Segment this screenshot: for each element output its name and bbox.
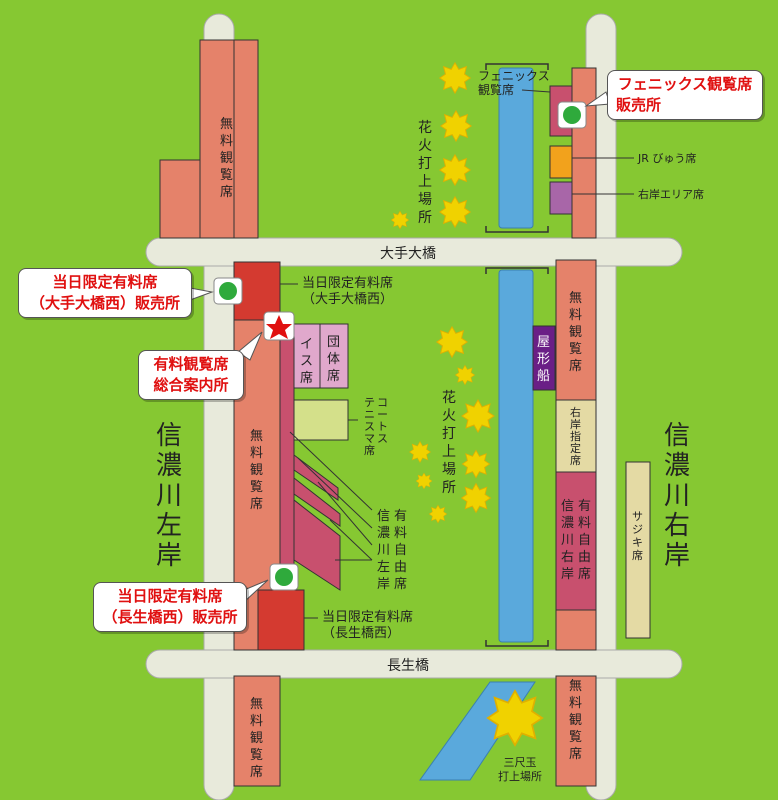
free-seat-left-north-label: 無料観覧席	[220, 117, 233, 200]
sanjakudama-label-1: 三尺玉	[504, 756, 537, 769]
nagao-bridge-road	[145, 649, 683, 679]
right-area-seat	[549, 181, 573, 215]
chair-seat-label: イス席	[300, 337, 313, 386]
group-seat	[319, 323, 349, 389]
ote-sales-callout-line1: 当日限定有料席	[52, 273, 158, 291]
phoenix-sales-callout-line2: 販売所	[616, 96, 662, 114]
jr-view-seat	[549, 145, 573, 179]
info-center-callout: 有料観覧席 総合案内所	[138, 350, 244, 400]
sajiki-seat	[625, 461, 651, 639]
reserved-seat-block-2	[293, 476, 341, 527]
left-reserved-label: 信濃川左岸 有料自由席	[377, 509, 407, 592]
jr-view-label: JR びゅう席	[637, 151, 696, 165]
limited-ote-label-1: 当日限定有料席	[302, 275, 393, 291]
free-seat-left-north	[199, 39, 235, 239]
limited-nagao-label-2: （長生橋西）	[322, 626, 400, 641]
free-seat-left-south-label: 無料観覧席	[250, 697, 263, 780]
ote-sales-callout: 当日限定有料席 （大手大橋西）販売所	[18, 268, 192, 318]
right-small-free-seat	[555, 609, 597, 651]
reserved-seat-strip	[279, 319, 295, 591]
phoenix-sales-callout-line1: フェニックス観覧席	[617, 75, 753, 93]
ote-sales-point[interactable]	[219, 282, 237, 300]
free-seat-left-middle-label: 無料観覧席	[250, 429, 263, 512]
right-reserved-free-label: 信濃川右岸 有料自由席	[561, 499, 591, 582]
launch-north-label: 花火打上場所	[418, 120, 432, 226]
nagao-sales-callout-line1: 当日限定有料席	[117, 587, 223, 605]
free-seat-left-south	[233, 675, 281, 787]
houseboat	[532, 325, 556, 391]
free-seat-right-middle	[555, 259, 597, 401]
info-center-star-icon[interactable]	[266, 315, 292, 339]
right-reserved-designated-label: 右岸指定席	[570, 405, 581, 467]
sajiki-label: サジキ席	[632, 510, 643, 562]
nagao-sales-callout-line2: （長生橋西）販売所	[102, 608, 238, 626]
info-center-callout-line2: 総合案内所	[153, 376, 229, 394]
free-seat-right-south	[555, 675, 597, 787]
left-bank-label: 信濃川左岸	[156, 421, 182, 571]
phoenix-label-2: 観覧席	[478, 82, 514, 97]
river-middle	[498, 269, 534, 643]
reserved-seat-block-1	[293, 454, 339, 501]
reserved-seat-block-3	[293, 498, 341, 591]
right-bank-label: 信濃川右岸	[664, 421, 690, 571]
right-north-strip	[571, 67, 597, 239]
free-seat-left-north-annex	[159, 159, 201, 239]
ote-bridge-road	[145, 237, 683, 267]
river-north	[498, 67, 534, 229]
right-reserved-designated	[555, 399, 597, 473]
free-seat-right-south-label: 無料観覧席	[569, 679, 582, 762]
chair-seat	[293, 323, 321, 389]
houseboat-label: 屋形船	[537, 335, 550, 384]
right-reserved-free	[555, 471, 597, 611]
phoenix-sales-callout: フェニックス観覧席 販売所	[607, 70, 763, 120]
ote-bridge-label: 大手大橋	[380, 246, 436, 262]
limited-nagao-label-1: 当日限定有料席	[322, 609, 413, 625]
sanjakudama-burst	[486, 689, 544, 747]
nagao-bridge-label: 長生橋	[387, 658, 429, 674]
tennis-court-box-label: テニスマ コートス 席	[364, 396, 392, 457]
phoenix-label-1: フェニックス	[478, 69, 550, 83]
nagao-sales-callout: 当日限定有料席 （長生橋西）販売所	[93, 582, 247, 632]
limited-seat-nagao	[257, 589, 305, 651]
free-seat-right-middle-label: 無料観覧席	[569, 291, 582, 374]
sanjakudama-label-2: 打上場所	[498, 769, 542, 783]
phoenix-sales-point[interactable]	[563, 106, 581, 124]
right-area-label: 右岸エリア席	[638, 187, 704, 201]
tennis-court-box-seat	[293, 399, 349, 441]
info-center-callout-line1: 有料観覧席	[153, 355, 229, 373]
group-seat-label: 団体席	[327, 335, 340, 384]
ote-sales-callout-line2: （大手大橋西）販売所	[29, 294, 180, 312]
free-seat-left-north-strip	[233, 39, 259, 239]
limited-ote-label-2: （大手大橋西）	[302, 292, 393, 307]
nagao-sales-point[interactable]	[275, 568, 293, 586]
launch-middle-label: 花火打上場所	[442, 390, 456, 496]
